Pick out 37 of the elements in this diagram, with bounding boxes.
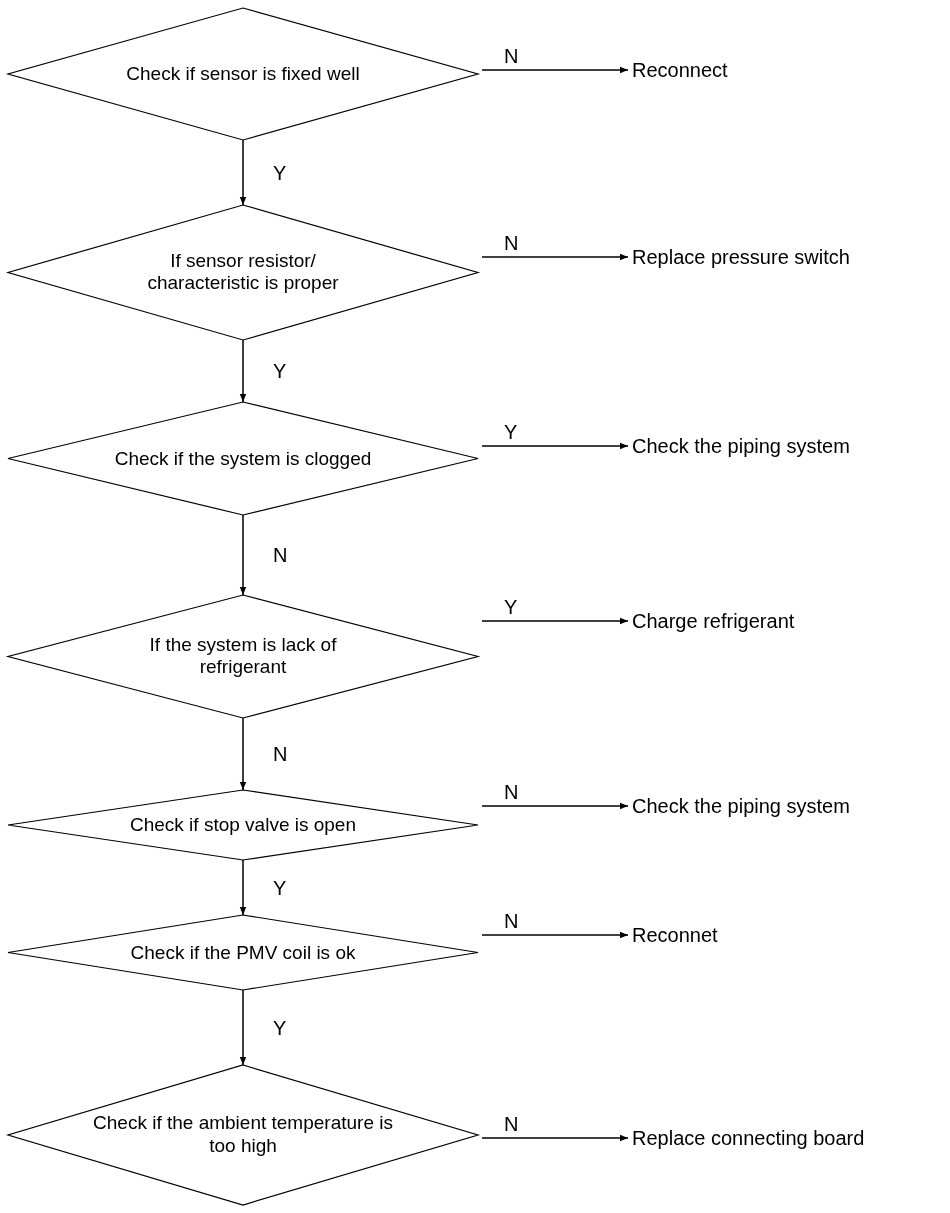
edge-label: Y <box>502 422 520 442</box>
arrow <box>481 802 629 810</box>
decision-text: Check if the system is clogged <box>113 447 373 470</box>
arrow <box>481 442 629 450</box>
decision-text: If sensor resistor/ characteristic is proper <box>146 249 340 296</box>
edge-label: Y <box>271 361 289 381</box>
decision-text: Check if stop valve is open <box>129 813 357 837</box>
arrow <box>239 339 247 403</box>
action-text: Check the piping system <box>632 434 850 458</box>
action-text: Reconnet <box>632 923 718 947</box>
arrow <box>481 253 629 261</box>
decision-diamond <box>8 8 478 140</box>
arrow <box>239 139 247 206</box>
decision-diamond <box>8 205 478 340</box>
decision-diamond <box>8 402 478 515</box>
action-text: Reconnect <box>632 58 728 82</box>
action-text: Replace pressure switch <box>632 245 850 269</box>
arrow <box>239 859 247 916</box>
decision-text: Check if the PMV coil is ok <box>129 941 357 964</box>
arrow <box>239 514 247 596</box>
decision-text: Check if the ambient temperature is too high <box>92 1112 394 1158</box>
decision-diamond <box>8 1065 478 1205</box>
arrow <box>481 931 629 939</box>
arrow <box>481 1134 629 1142</box>
arrow <box>481 66 629 74</box>
arrow <box>239 989 247 1066</box>
decision-text: Check if sensor is fixed well <box>125 62 361 86</box>
arrow <box>239 717 247 791</box>
edge-label: Y <box>502 597 520 617</box>
decision-text: If the system is lack of refrigerant <box>148 633 338 680</box>
decision-diamond <box>8 790 478 860</box>
decision-diamond <box>8 595 478 718</box>
action-text: Check the piping system <box>632 794 850 818</box>
arrow <box>481 617 629 625</box>
decision-diamond <box>8 915 478 990</box>
action-text: Charge refrigerant <box>632 609 795 633</box>
action-text: Replace connecting board <box>632 1126 865 1150</box>
